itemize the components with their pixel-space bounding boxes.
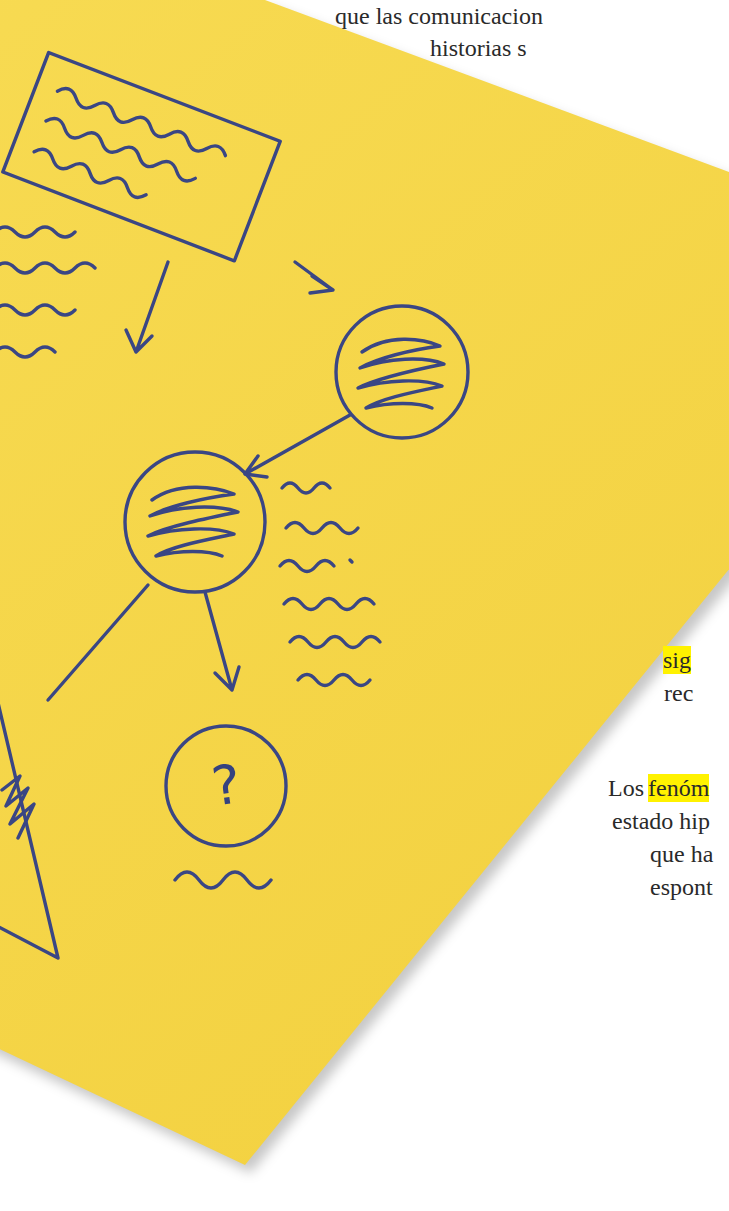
arrow-doodle: [295, 262, 333, 293]
circle-doodle: [336, 306, 468, 438]
scribble-line: [298, 675, 370, 686]
scribble-fill: [358, 339, 444, 408]
text-fragment: que ha: [650, 840, 713, 868]
highlighted-word: fenóm: [648, 774, 709, 802]
box-outline: [3, 52, 280, 260]
arrow-doodle: [126, 262, 168, 352]
highlighted-word: sig: [663, 646, 691, 674]
text-fragment: Los: [608, 774, 644, 802]
scribble-line: [280, 560, 352, 572]
scribble-line: [286, 523, 358, 534]
text-fragment: rec: [664, 679, 693, 707]
scribble-line: [0, 305, 75, 315]
scribble-line: [0, 227, 75, 237]
text-fragment: espont: [650, 873, 713, 901]
connector-doodle: [48, 585, 148, 700]
scribble-line: [0, 263, 95, 273]
question-circle: ?: [164, 724, 288, 848]
scribble-line: [32, 146, 148, 200]
sticky-note: [0, 0, 729, 1165]
arrow-doodle: [205, 592, 239, 690]
scribble-line: [175, 872, 271, 888]
text-fragment: estado hip: [612, 807, 710, 835]
scribble-fill: [148, 487, 238, 556]
scribble-line: [44, 115, 198, 184]
scribble-line: [55, 86, 227, 162]
scribble-line: [0, 347, 55, 357]
text-fragment: historias s: [430, 34, 527, 62]
triangle-doodle: [0, 690, 58, 958]
circle-doodle: [125, 452, 265, 592]
scribble-fill: [2, 776, 34, 838]
arrow-doodle: [245, 415, 350, 477]
scribble-line: [282, 483, 330, 493]
scribble-line: [290, 637, 380, 648]
question-mark: ?: [208, 754, 245, 817]
scribble-line: [284, 599, 374, 610]
circle-outline: [166, 726, 286, 846]
scribbled-box: [3, 52, 280, 260]
text-fragment: que las comunicacion: [335, 2, 543, 30]
